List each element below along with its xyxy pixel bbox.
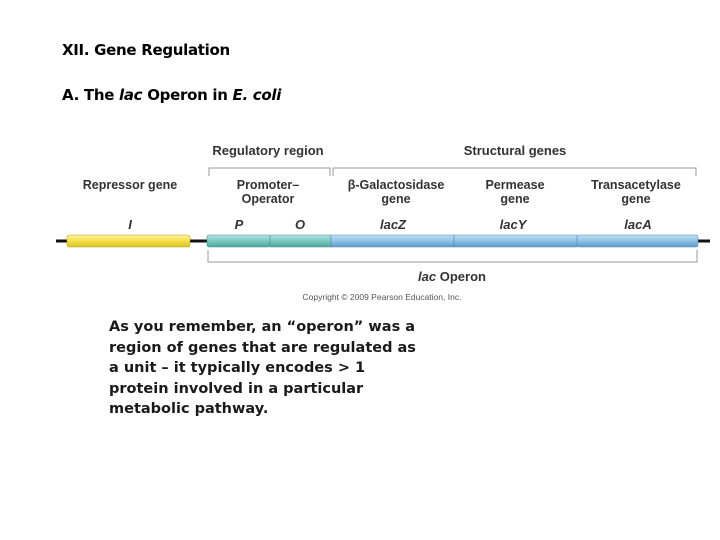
- gene-symbol-lacy: lacY: [500, 217, 528, 232]
- lac-operon-label-rest: Operon: [436, 269, 486, 284]
- structural-genes-label: Structural genes: [464, 143, 567, 158]
- gene-symbol-p: P: [235, 217, 244, 232]
- laca-segment: [576, 234, 699, 248]
- regulatory-region-bracket: [208, 167, 331, 176]
- permease-label-line2: gene: [500, 192, 529, 206]
- lac-operon-diagram: Regulatory region Structural genes Repre…: [56, 143, 710, 302]
- gene-symbol-lacz: lacZ: [380, 217, 407, 232]
- lac-operon-label-italic: lac: [418, 269, 437, 284]
- operator-segment: [269, 234, 332, 248]
- transacetylase-label-line1: Transacetylase: [591, 178, 681, 192]
- subtitle-prefix: A. The: [62, 86, 120, 104]
- gene-symbol-o: O: [295, 217, 305, 232]
- transacetylase-label-line2: gene: [621, 192, 650, 206]
- structural-genes-bracket: [332, 167, 697, 176]
- permease-label-line1: Permease: [485, 178, 544, 192]
- regulatory-region-label: Regulatory region: [212, 143, 323, 158]
- lac-operon-label: lac Operon: [418, 269, 486, 284]
- explanation-text: As you remember, an “operon” was a regio…: [109, 319, 416, 417]
- copyright-text: Copyright © 2009 Pearson Education, Inc.: [303, 292, 462, 302]
- subtitle-lac: lac: [119, 86, 143, 104]
- subtitle-ecoli: E. coli: [232, 86, 282, 104]
- galactosidase-label-line1: β-Galactosidase: [348, 178, 445, 192]
- subtitle-middle: Operon in: [142, 86, 233, 104]
- slide-title: XII. Gene Regulation: [62, 41, 230, 59]
- promoter-segment: [206, 234, 271, 248]
- gene-symbol-i: I: [128, 217, 132, 232]
- lacz-segment: [330, 234, 455, 248]
- lacy-segment: [453, 234, 578, 248]
- gene-symbol-laca: lacA: [624, 217, 651, 232]
- galactosidase-label-line2: gene: [381, 192, 410, 206]
- repressor-gene-label: Repressor gene: [83, 178, 178, 192]
- slide-subtitle: A. The lac Operon in E. coli: [62, 86, 281, 104]
- repressor-gene-segment: [66, 234, 191, 248]
- promoter-label-line1: Promoter–: [237, 178, 300, 192]
- promoter-label-line2: Operator: [242, 192, 295, 206]
- lac-operon-bracket: [207, 250, 698, 263]
